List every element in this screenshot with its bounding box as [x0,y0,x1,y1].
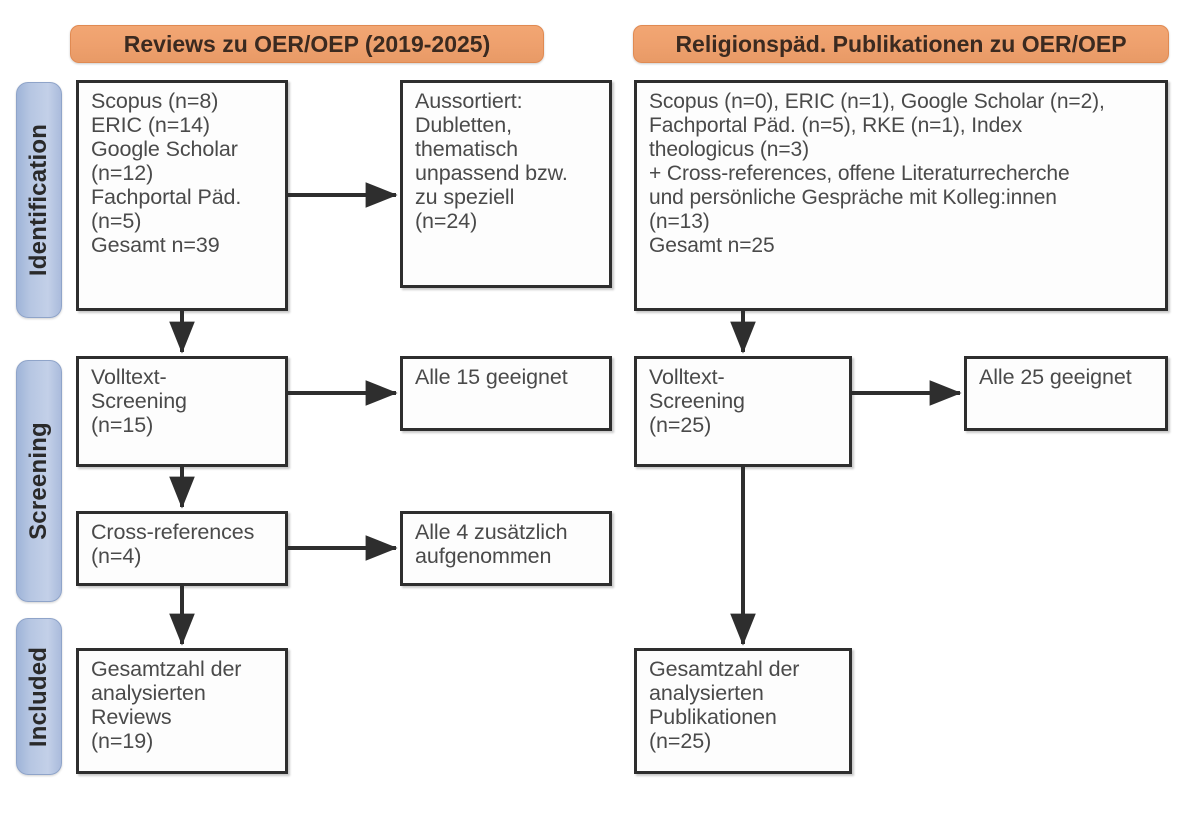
box-left-cross-references-result-text: Alle 4 zusätzlich aufgenommen [415,520,568,568]
box-left-fulltext-screening-text: Volltext- Screening (n=15) [91,365,187,437]
box-right-fulltext-result: Alle 25 geeignet [964,356,1168,431]
stage-tab-included: Included [16,618,62,775]
box-left-included-total-text: Gesamtzahl der analysierten Reviews (n=1… [91,657,242,753]
box-left-excluded-text: Aussortiert: Dubletten, thematisch unpas… [415,89,568,233]
box-left-cross-references-result: Alle 4 zusätzlich aufgenommen [400,511,612,586]
box-left-cross-references: Cross-references (n=4) [76,511,288,586]
column-header-publications: Religionspäd. Publikationen zu OER/OEP [633,25,1169,63]
box-left-included-total: Gesamtzahl der analysierten Reviews (n=1… [76,648,288,774]
box-left-identification-sources-text: Scopus (n=8) ERIC (n=14) Google Scholar … [91,89,242,257]
box-right-fulltext-result-text: Alle 25 geeignet [979,365,1132,389]
box-left-fulltext-result: Alle 15 geeignet [400,356,612,431]
box-right-identification-sources: Scopus (n=0), ERIC (n=1), Google Scholar… [634,80,1168,311]
stage-tab-screening-label: Screening [25,422,52,540]
column-header-reviews: Reviews zu OER/OEP (2019-2025) [70,25,544,63]
box-left-identification-sources: Scopus (n=8) ERIC (n=14) Google Scholar … [76,80,288,311]
stage-tab-screening: Screening [16,360,62,602]
column-header-publications-label: Religionspäd. Publikationen zu OER/OEP [675,30,1127,57]
box-right-fulltext-screening-text: Volltext- Screening (n=25) [649,365,745,437]
box-right-included-total: Gesamtzahl der analysierten Publikatione… [634,648,852,774]
box-left-excluded: Aussortiert: Dubletten, thematisch unpas… [400,80,612,288]
column-header-reviews-label: Reviews zu OER/OEP (2019-2025) [123,30,491,57]
box-left-cross-references-text: Cross-references (n=4) [91,520,255,568]
box-right-identification-sources-text: Scopus (n=0), ERIC (n=1), Google Scholar… [649,90,1105,257]
stage-tab-identification-label: Identification [25,123,53,277]
box-right-included-total-text: Gesamtzahl der analysierten Publikatione… [649,657,800,753]
box-left-fulltext-result-text: Alle 15 geeignet [415,365,568,389]
box-right-fulltext-screening: Volltext- Screening (n=25) [634,356,852,467]
box-left-fulltext-screening: Volltext- Screening (n=15) [76,356,288,467]
stage-tab-identification: Identification [16,82,62,318]
stage-tab-included-label: Included [25,646,52,747]
